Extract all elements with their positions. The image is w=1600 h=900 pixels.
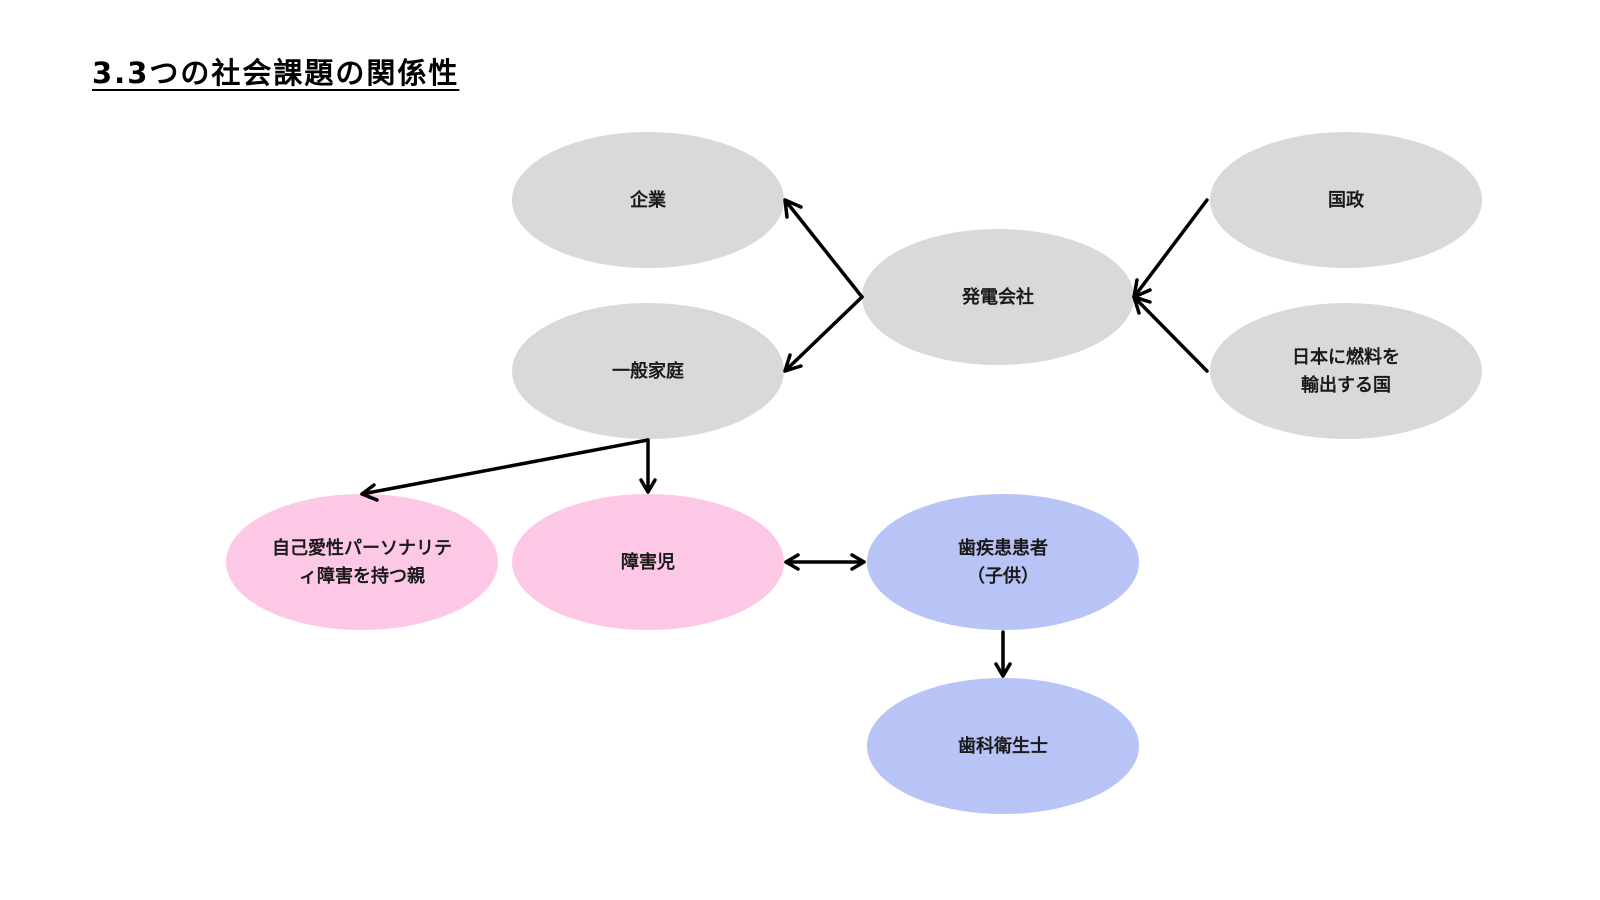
node-label-line: 発電会社 — [961, 286, 1034, 308]
node-shika-eiseishi-shape — [867, 678, 1139, 814]
node-oya-label: 自己愛性パーソナリティ障害を持つ親 — [272, 537, 452, 587]
node-hatsuden-gaisha: 発電会社 — [862, 229, 1134, 365]
node-label-line: 障害児 — [621, 551, 675, 573]
node-shika-eiseishi-label: 歯科衛生士 — [958, 735, 1048, 757]
node-label-line: 輸出する国 — [1301, 374, 1391, 396]
node-kigyo: 企業 — [512, 132, 784, 268]
node-nenryo-yushutsu-label: 日本に燃料を輸出する国 — [1292, 346, 1400, 396]
node-kokusei: 国政 — [1210, 132, 1482, 268]
node-label-line: 自己愛性パーソナリテ — [272, 537, 452, 559]
node-oya: 自己愛性パーソナリティ障害を持つ親 — [226, 494, 498, 630]
node-kigyo-shape — [512, 132, 784, 268]
node-ippan-katei: 一般家庭 — [512, 303, 784, 439]
arrow-shogaiji-kanja-bidirectional — [784, 553, 866, 571]
node-shogaiji: 障害児 — [512, 494, 784, 630]
node-label-line: 国政 — [1328, 189, 1365, 211]
node-label-line: 日本に燃料を — [1292, 346, 1400, 368]
node-ippan-katei-label: 一般家庭 — [612, 360, 684, 382]
node-label-line: ィ障害を持つ親 — [299, 565, 425, 587]
node-nenryo-yushutsu: 日本に燃料を輸出する国 — [1210, 303, 1482, 439]
node-label-line: 一般家庭 — [612, 360, 684, 382]
node-oya-shape — [226, 494, 498, 630]
node-hatsuden-gaisha-shape — [862, 229, 1134, 365]
node-shika-kanja-label: 歯疾患患者 （子供） — [958, 537, 1048, 587]
node-label-line: （子供） — [967, 565, 1039, 587]
node-kokusei-shape — [1210, 132, 1482, 268]
arrow-kokusei-to-hatsuden — [1132, 198, 1209, 299]
node-shogaiji-label: 障害児 — [621, 551, 675, 573]
node-nenryo-yushutsu-shape — [1210, 303, 1482, 439]
page-title: 3.3つの社会課題の関係性 — [92, 56, 460, 90]
arrow-kanja-to-eiseishi — [994, 630, 1012, 678]
node-kigyo-label: 企業 — [629, 189, 667, 211]
node-shika-kanja: 歯疾患患者 （子供） — [867, 494, 1139, 630]
node-label-line: 歯科衛生士 — [958, 735, 1048, 757]
node-label-line: 企業 — [629, 189, 667, 211]
node-shika-eiseishi: 歯科衛生士 — [867, 678, 1139, 814]
arrow-hatsuden-to-kigyo — [783, 198, 864, 299]
arrow-ippan-to-oya — [360, 438, 650, 502]
arrows — [360, 198, 1209, 678]
arrow-nenryo-to-hatsuden — [1132, 295, 1209, 373]
node-label-line: 歯疾患患者 — [958, 537, 1048, 559]
arrow-hatsuden-to-ippan — [783, 295, 864, 373]
node-shogaiji-shape — [512, 494, 784, 630]
node-kokusei-label: 国政 — [1328, 189, 1365, 211]
arrow-ippan-to-shogaiji — [639, 438, 657, 494]
node-ippan-katei-shape — [512, 303, 784, 439]
node-shika-kanja-shape — [867, 494, 1139, 630]
node-hatsuden-gaisha-label: 発電会社 — [961, 286, 1034, 308]
